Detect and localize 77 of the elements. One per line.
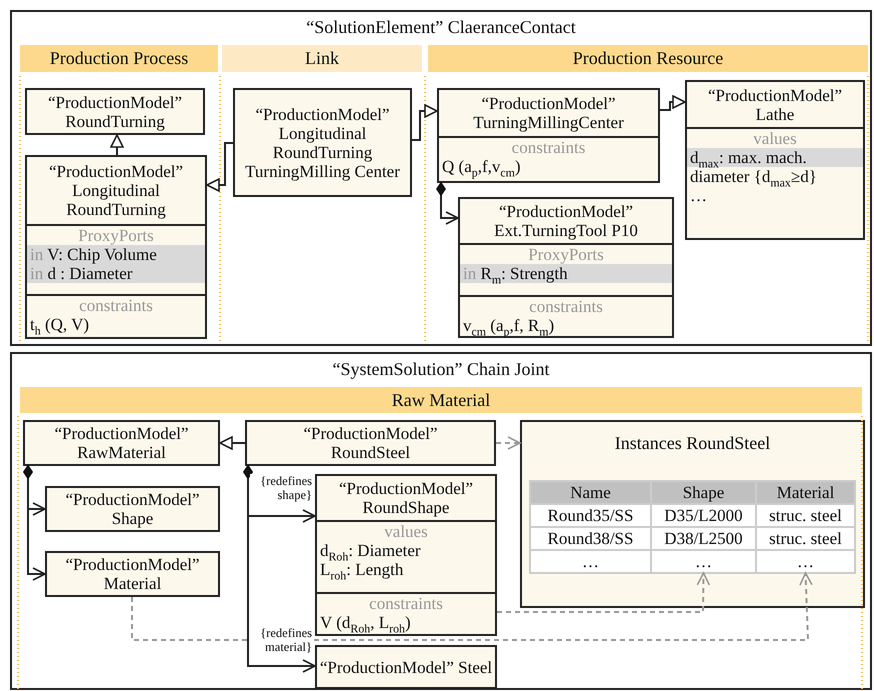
class-name: “ProductionModel” Material [64,554,201,595]
port-entry: in R$_{m}$: Strength [460,264,672,283]
table-header-cell: Material [756,481,855,504]
table-header-cell: Name [530,481,651,504]
class-name: “ProductionModel” TurningMillingCenter [472,93,625,134]
table-header-cell: Shape [651,481,756,504]
class-name: “ProductionModel” Shape [64,489,201,530]
table-cell: … [651,550,756,573]
class-box [25,88,205,135]
frame-box [10,10,872,346]
compartment-entry: d$_{Roh}$: Diameter [319,541,422,560]
class-box [233,88,412,197]
class-name: “ProductionModel” RoundTurning [46,92,184,132]
compartment-title: constraints [78,296,154,315]
column-header: Production Process [20,45,218,72]
table-cell: Round38/SS [530,527,651,550]
compartment-title: values [383,522,429,541]
class-box [315,474,497,636]
connector-arrow [496,436,521,450]
compartment-entry: t$_{h}$ (Q, V) [29,315,90,334]
edge-label: {redefines material} [250,626,312,654]
value-entry: d$_{max}$: max. mach. [687,148,863,167]
column-header: Raw Material [20,387,862,413]
compartment-title: constraints [528,297,604,316]
port-entry: in V: Chip Volume [27,245,205,264]
table-cell: … [530,550,651,573]
class-box [245,420,496,466]
connector-arrow [23,465,46,581]
connector-arrow [131,572,813,641]
compartment-title: values [752,129,798,148]
class-box [25,155,207,339]
class-name: “ProductionModel” Longitudinal RoundTurning [48,161,184,221]
frame-title: “SystemSolution” Chain Joint [331,358,550,380]
class-box [23,420,220,466]
table-cell: … [756,550,855,573]
compartment-entry: … [689,186,708,205]
class-box [45,551,220,597]
table-cell: struc. steel [756,504,855,527]
table-cell: D35/L2000 [651,504,756,527]
table-cell: Round35/SS [530,504,651,527]
connector-arrow [497,572,710,613]
class-name: “ProductionModel” RoundSteel [302,423,439,464]
table-cell: D38/L2500 [651,527,756,550]
class-box [315,645,497,689]
class-name: “ProductionModel” RoundShape [338,478,474,519]
table-cell: struc. steel [756,527,855,550]
class-name: “ProductionModel” RawMaterial [53,423,190,464]
compartment-title: constraints [510,138,586,157]
class-box [458,197,674,338]
connector-arrow [206,142,233,192]
connector-arrow [243,465,316,673]
connector-arrow [110,134,124,155]
connector-arrow [660,95,686,111]
compartment-entry: V (d$_{Roh}$, L$_{roh}$) [319,613,412,632]
edge-label: {redefines shape} [250,474,312,502]
class-name: “ProductionModel” Longitudinal RoundTurning TurningMilling Center [244,104,401,182]
class-name: “ProductionModel” Steel [320,656,492,678]
connector-arrow [412,104,438,141]
column-header: Link [222,45,422,72]
instance-panel [520,420,865,608]
compartment-title: ProxyPorts [77,226,155,245]
class-box [437,88,660,183]
connector-arrow [219,436,245,450]
compartment-title: constraints [368,594,444,613]
class-box [45,486,220,532]
connector-arrow [436,182,459,225]
class-name: “ProductionModel” Ext.TurningTool P10 [493,201,639,242]
frame-title: “SolutionElement” ClaeranceContact [305,16,577,38]
class-box [685,80,865,240]
compartment-entry: L$_{roh}$: Length [319,560,404,579]
frame-box [10,352,872,690]
compartment-entry: diameter {d$_{max}$≥d} [689,167,818,186]
column-header: Production Resource [428,45,868,72]
compartment-title: ProxyPorts [527,245,605,264]
port-entry: in d : Diameter [27,264,205,283]
class-name: “ProductionModel” Lathe [706,84,844,126]
table-title: Instances RoundSteel [614,434,772,453]
